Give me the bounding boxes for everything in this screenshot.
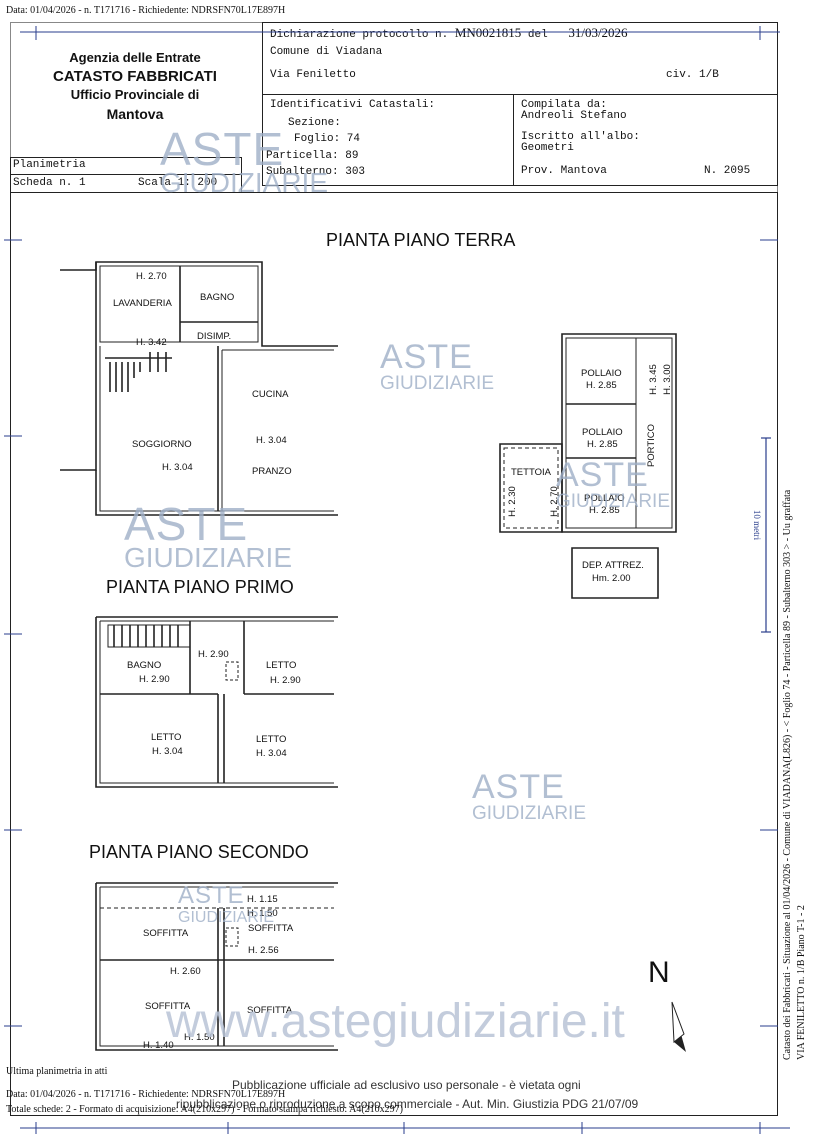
label-pranzo: PRANZO	[252, 466, 292, 477]
label-h304-letto-2: H. 3.04	[152, 746, 183, 757]
label-disimp: DISIMP.	[197, 331, 232, 342]
label-h115: H. 1.15	[247, 894, 278, 905]
label-h256: H. 2.56	[248, 945, 279, 956]
title-piano-terra: PIANTA PIANO TERRA	[326, 230, 516, 250]
header-divider-v	[513, 94, 514, 186]
sezione-text: Sezione:	[288, 117, 341, 129]
label-soggiorno: SOGGIORNO	[132, 439, 192, 450]
label-h285-1: H. 2.85	[586, 380, 617, 391]
label-h342: H. 3.42	[136, 337, 167, 348]
compilata-label: Compilata da:	[521, 99, 607, 111]
drawing-frame	[10, 192, 778, 1116]
label-h304-cucina: H. 3.04	[256, 435, 287, 446]
planimetria-divider	[10, 174, 242, 175]
scale-label: 10 metri	[752, 509, 763, 541]
label-lavanderia: LAVANDERIA	[113, 298, 172, 309]
planimetria-label: Planimetria	[13, 159, 86, 171]
label-h285-2: H. 2.85	[587, 439, 618, 450]
label-h270-tettoia: H. 2.70	[548, 486, 560, 517]
margin-ticks	[4, 26, 790, 1134]
header-info-box	[262, 22, 778, 186]
label-soffitta-3: SOFFITTA	[145, 1001, 191, 1012]
agency-line4: Mantova	[106, 106, 164, 122]
title-piano-primo: PIANTA PIANO PRIMO	[106, 577, 294, 597]
scheda-text: Scheda n. 1	[13, 177, 86, 189]
label-h304-soggiorno: H. 3.04	[162, 462, 193, 473]
footer-data-line: Data: 01/04/2026 - n. T171716 - Richiede…	[6, 1089, 286, 1100]
north-label: N	[648, 956, 670, 989]
label-bagno-terra: BAGNO	[200, 292, 235, 303]
title-piano-secondo: PIANTA PIANO SECONDO	[89, 842, 309, 862]
agency-line3: Ufficio Provinciale di	[70, 87, 200, 102]
label-dep-attrez: DEP. ATTREZ.	[582, 560, 644, 571]
agency-line2: CATASTO FABBRICATI	[53, 68, 217, 85]
label-h290-bagno: H. 2.90	[139, 674, 170, 685]
albo-number: N. 2095	[704, 165, 751, 177]
albo-value: Geometri	[521, 142, 574, 154]
label-pollaio-3: POLLAIO	[584, 493, 625, 504]
label-portico: PORTICO	[646, 423, 658, 468]
label-letto-2: LETTO	[151, 732, 182, 743]
label-h270-lav: H. 2.70	[136, 271, 167, 282]
identificativi-title: Identificativi Catastali:	[270, 99, 436, 111]
label-h150-bottom: H. 1.50	[184, 1032, 215, 1043]
label-h230: H. 2.30	[506, 486, 518, 517]
label-bagno-primo: BAGNO	[127, 660, 162, 671]
scala-text: Scala 1: 200	[138, 177, 218, 189]
footer-pub-line1: Pubblicazione ufficiale ad esclusivo uso…	[232, 1078, 581, 1092]
label-tettoia: TETTOIA	[511, 467, 551, 478]
label-pollaio-2: POLLAIO	[582, 427, 623, 438]
footer-totale-line: Totale schede: 2 - Formato di acquisizio…	[6, 1104, 403, 1115]
prov-text: Prov. Mantova	[521, 165, 607, 177]
subalterno-text: Subalterno: 303	[266, 166, 366, 178]
foglio-text: Foglio: 74	[294, 133, 361, 145]
label-letto-3: LETTO	[256, 734, 287, 745]
label-h300: H. 3.00	[661, 364, 673, 395]
label-soffitta-1: SOFFITTA	[143, 928, 189, 939]
scale-bar	[761, 437, 771, 633]
civ-text: civ. 1/B	[666, 69, 719, 81]
north-arrow-shape	[671, 1001, 686, 1052]
side-text-1: Catasto dei Fabbricati - Situazione al 0…	[782, 489, 793, 1060]
label-pollaio-1: POLLAIO	[581, 368, 622, 379]
particella-text: Particella: 89	[266, 150, 359, 162]
label-h304-letto-3: H. 3.04	[256, 748, 287, 759]
footer-ultima: Ultima planimetria in atti	[6, 1066, 108, 1077]
label-h260: H. 2.60	[170, 966, 201, 977]
label-h290-letto: H. 2.90	[270, 675, 301, 686]
via-text: Via Feniletto	[270, 69, 356, 81]
label-h345: H. 3.45	[647, 364, 659, 395]
agency-line1: Agenzia delle Entrate	[69, 50, 201, 65]
label-h150-top: H. 1.50	[247, 908, 278, 919]
compilata-name: Andreoli Stefano	[521, 110, 627, 122]
label-soffitta-4: SOFFITTA	[247, 1005, 293, 1016]
comune-text: Comune di Viadana	[270, 46, 383, 58]
label-h140: H. 1.40	[143, 1040, 174, 1051]
albo-label: Iscritto all'albo:	[521, 131, 640, 143]
agency-block: Agenzia delle Entrate CATASTO FABBRICATI…	[30, 50, 240, 122]
footer-pub-line2: ripubblicazione o riproduzione a scopo c…	[176, 1097, 639, 1111]
label-h290-disimp: H. 2.90	[198, 649, 229, 660]
header-divider-h	[262, 94, 778, 95]
label-soffitta-2: SOFFITTA	[248, 923, 294, 934]
label-letto-1: LETTO	[266, 660, 297, 671]
label-hm200: Hm. 2.00	[592, 573, 631, 584]
top-bar-text: Data: 01/04/2026 - n. T171716 - Richiede…	[6, 5, 286, 16]
side-text-2: VIA FENILETTO n. 1/B Piano T-1 - 2	[796, 905, 807, 1060]
label-h285-3: H. 2.85	[589, 505, 620, 516]
label-cucina: CUCINA	[252, 389, 289, 400]
